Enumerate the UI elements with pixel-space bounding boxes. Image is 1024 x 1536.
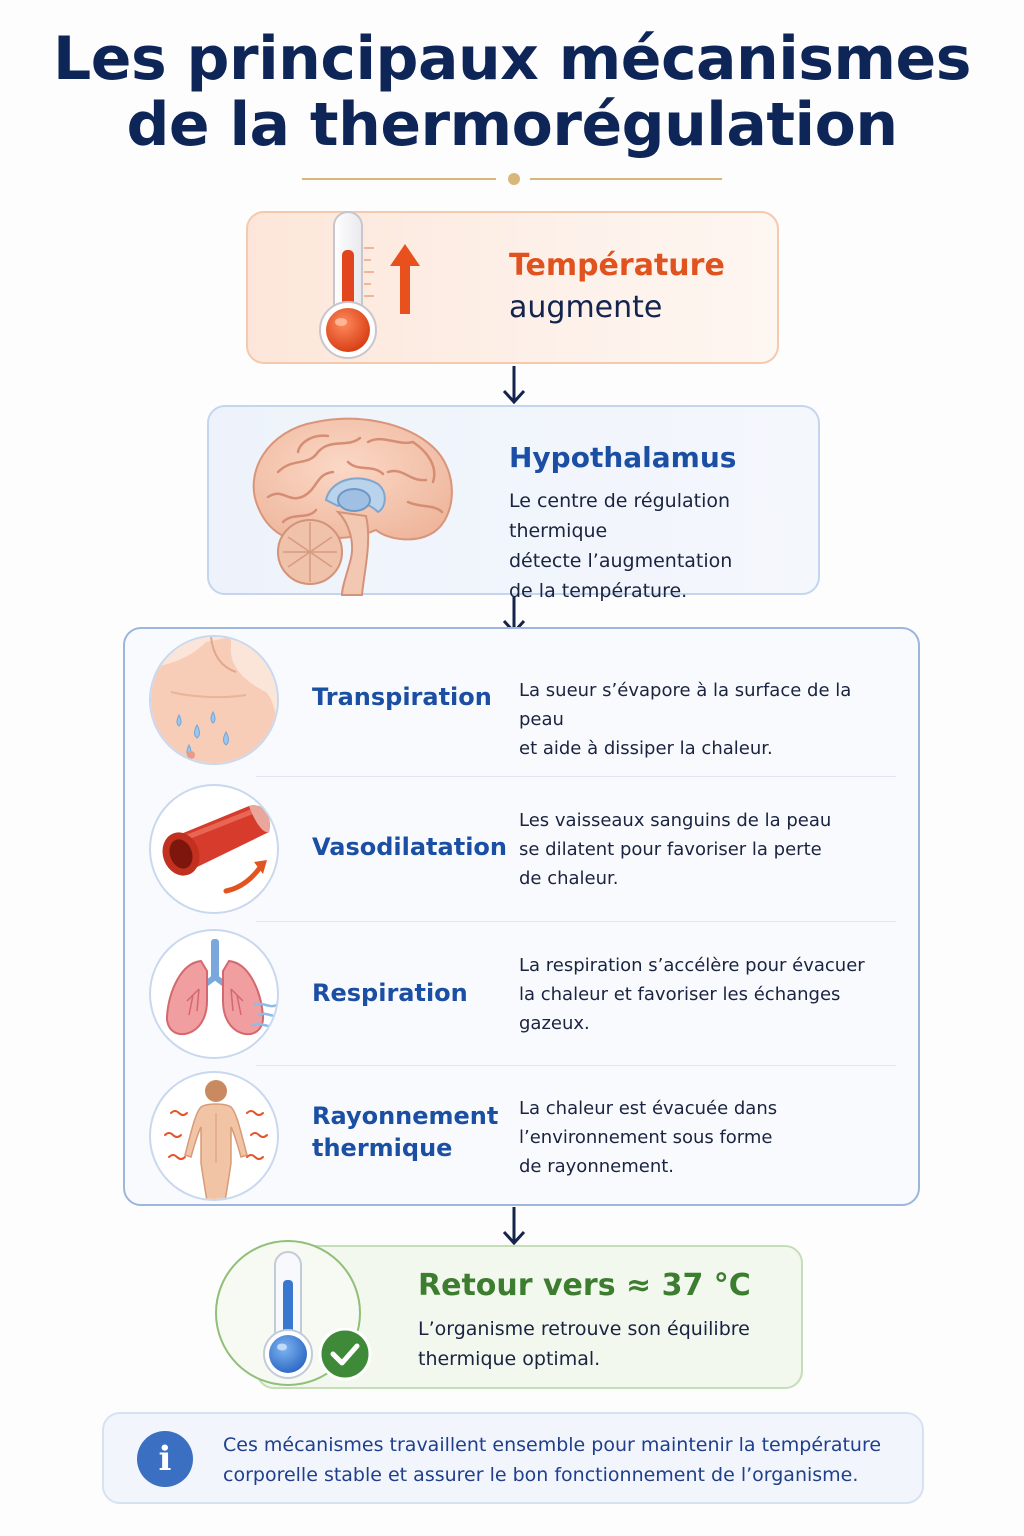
mechanism-desc-rayonnement: La chaleur est évacuée dans l’environnem… <box>519 1094 899 1181</box>
title-divider-left <box>302 178 496 180</box>
arrow-down-icon <box>502 366 526 405</box>
mechanism-desc-line: gazeux. <box>519 1013 590 1034</box>
row-divider <box>256 776 896 777</box>
title-divider-dot <box>508 173 520 185</box>
info-box <box>102 1412 924 1504</box>
brain-icon <box>252 417 453 596</box>
mechanism-desc-line: se dilatent pour favoriser la perte <box>519 839 822 860</box>
hypothalamus-line: Le centre de régulation thermique <box>509 490 731 542</box>
info-line: Ces mécanismes travaillent ensemble pour… <box>223 1434 882 1456</box>
mechanism-desc-line: de chaleur. <box>519 868 619 889</box>
title-line-2: de la thermorégulation <box>126 90 898 160</box>
row-divider <box>256 1065 896 1066</box>
mechanism-name-transpiration: Transpiration <box>312 681 492 713</box>
return-description: L’organisme retrouve son équilibre therm… <box>418 1314 778 1374</box>
page-title: Les principaux mécanismes de la thermoré… <box>0 26 1024 158</box>
sweat-skin-icon <box>151 637 277 763</box>
mechanism-desc-line: et aide à dissiper la chaleur. <box>519 738 773 759</box>
hypothalamus-description: Le centre de régulation thermique détect… <box>509 486 819 606</box>
thermometer-hot-icon <box>319 211 420 359</box>
mechanism-icon-frame <box>149 635 279 765</box>
arrow-down-icon <box>502 1207 526 1246</box>
mechanism-desc-line: l’environnement sous forme <box>519 1127 773 1148</box>
info-text: Ces mécanismes travaillent ensemble pour… <box>223 1430 903 1490</box>
return-line: L’organisme retrouve son équilibre <box>418 1318 750 1340</box>
temperature-label: Température <box>509 248 725 283</box>
mechanism-desc-line: La sueur s’évapore à la surface de la pe… <box>519 680 852 730</box>
mechanism-name-line: Rayonnement <box>312 1102 499 1130</box>
lungs-icon <box>165 939 277 1036</box>
mechanism-desc-line: La respiration s’accélère pour évacuer <box>519 955 865 976</box>
mechanism-desc-line: La chaleur est évacuée dans <box>519 1098 778 1119</box>
mechanism-desc-vasodilatation: Les vaisseaux sanguins de la peau se dil… <box>519 806 899 893</box>
return-title: Retour vers ≈ 37 °C <box>418 1268 751 1303</box>
title-divider-right <box>530 178 722 180</box>
mechanism-name-line: Respiration <box>312 979 468 1007</box>
mechanism-icon-frame <box>149 929 279 1059</box>
title-line-1: Les principaux mécanismes <box>53 24 971 94</box>
blood-vessel-icon <box>162 805 270 894</box>
mechanism-name-line: thermique <box>312 1134 453 1162</box>
mechanism-name-line: Transpiration <box>312 683 492 711</box>
mechanism-desc-transpiration: La sueur s’évapore à la surface de la pe… <box>519 676 899 763</box>
mechanism-name-rayonnement: Rayonnement thermique <box>312 1100 498 1164</box>
mechanism-name-respiration: Respiration <box>312 977 468 1009</box>
info-icon: i <box>137 1431 193 1487</box>
mechanism-name-line: Vasodilatation <box>312 833 507 861</box>
mechanism-desc-line: Les vaisseaux sanguins de la peau <box>519 810 832 831</box>
hypothalamus-line: détecte l’augmentation <box>509 550 733 572</box>
row-divider <box>256 921 896 922</box>
mechanism-icon-frame <box>149 784 279 914</box>
hypothalamus-title: Hypothalamus <box>509 441 737 474</box>
temperature-sub: augmente <box>509 290 663 325</box>
mechanism-icon-frame <box>149 1071 279 1201</box>
mechanism-desc-line: la chaleur et favoriser les échanges <box>519 984 841 1005</box>
body-radiating-icon <box>164 1080 268 1199</box>
hypothalamus-line: de la température. <box>509 580 688 602</box>
mechanism-desc-respiration: La respiration s’accélère pour évacuer l… <box>519 951 899 1038</box>
info-line: corporelle stable et assurer le bon fonc… <box>223 1464 859 1486</box>
thermometer-check-icon <box>263 1251 372 1381</box>
mechanism-name-vasodilatation: Vasodilatation <box>312 831 507 863</box>
return-line: thermique optimal. <box>418 1348 601 1370</box>
mechanism-desc-line: de rayonnement. <box>519 1156 675 1177</box>
